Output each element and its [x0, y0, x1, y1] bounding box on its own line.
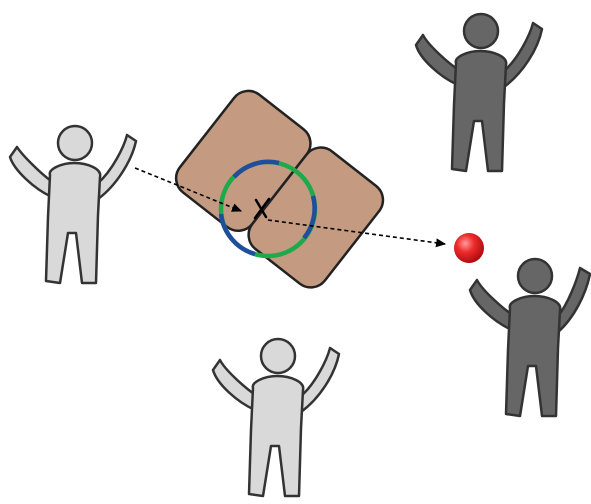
person-top-right-icon — [416, 14, 542, 171]
person-bottom-icon — [213, 339, 339, 496]
mat-icon — [169, 84, 390, 295]
person-right-icon — [470, 259, 590, 416]
ball-icon — [454, 233, 484, 263]
person-left-icon — [10, 126, 136, 283]
